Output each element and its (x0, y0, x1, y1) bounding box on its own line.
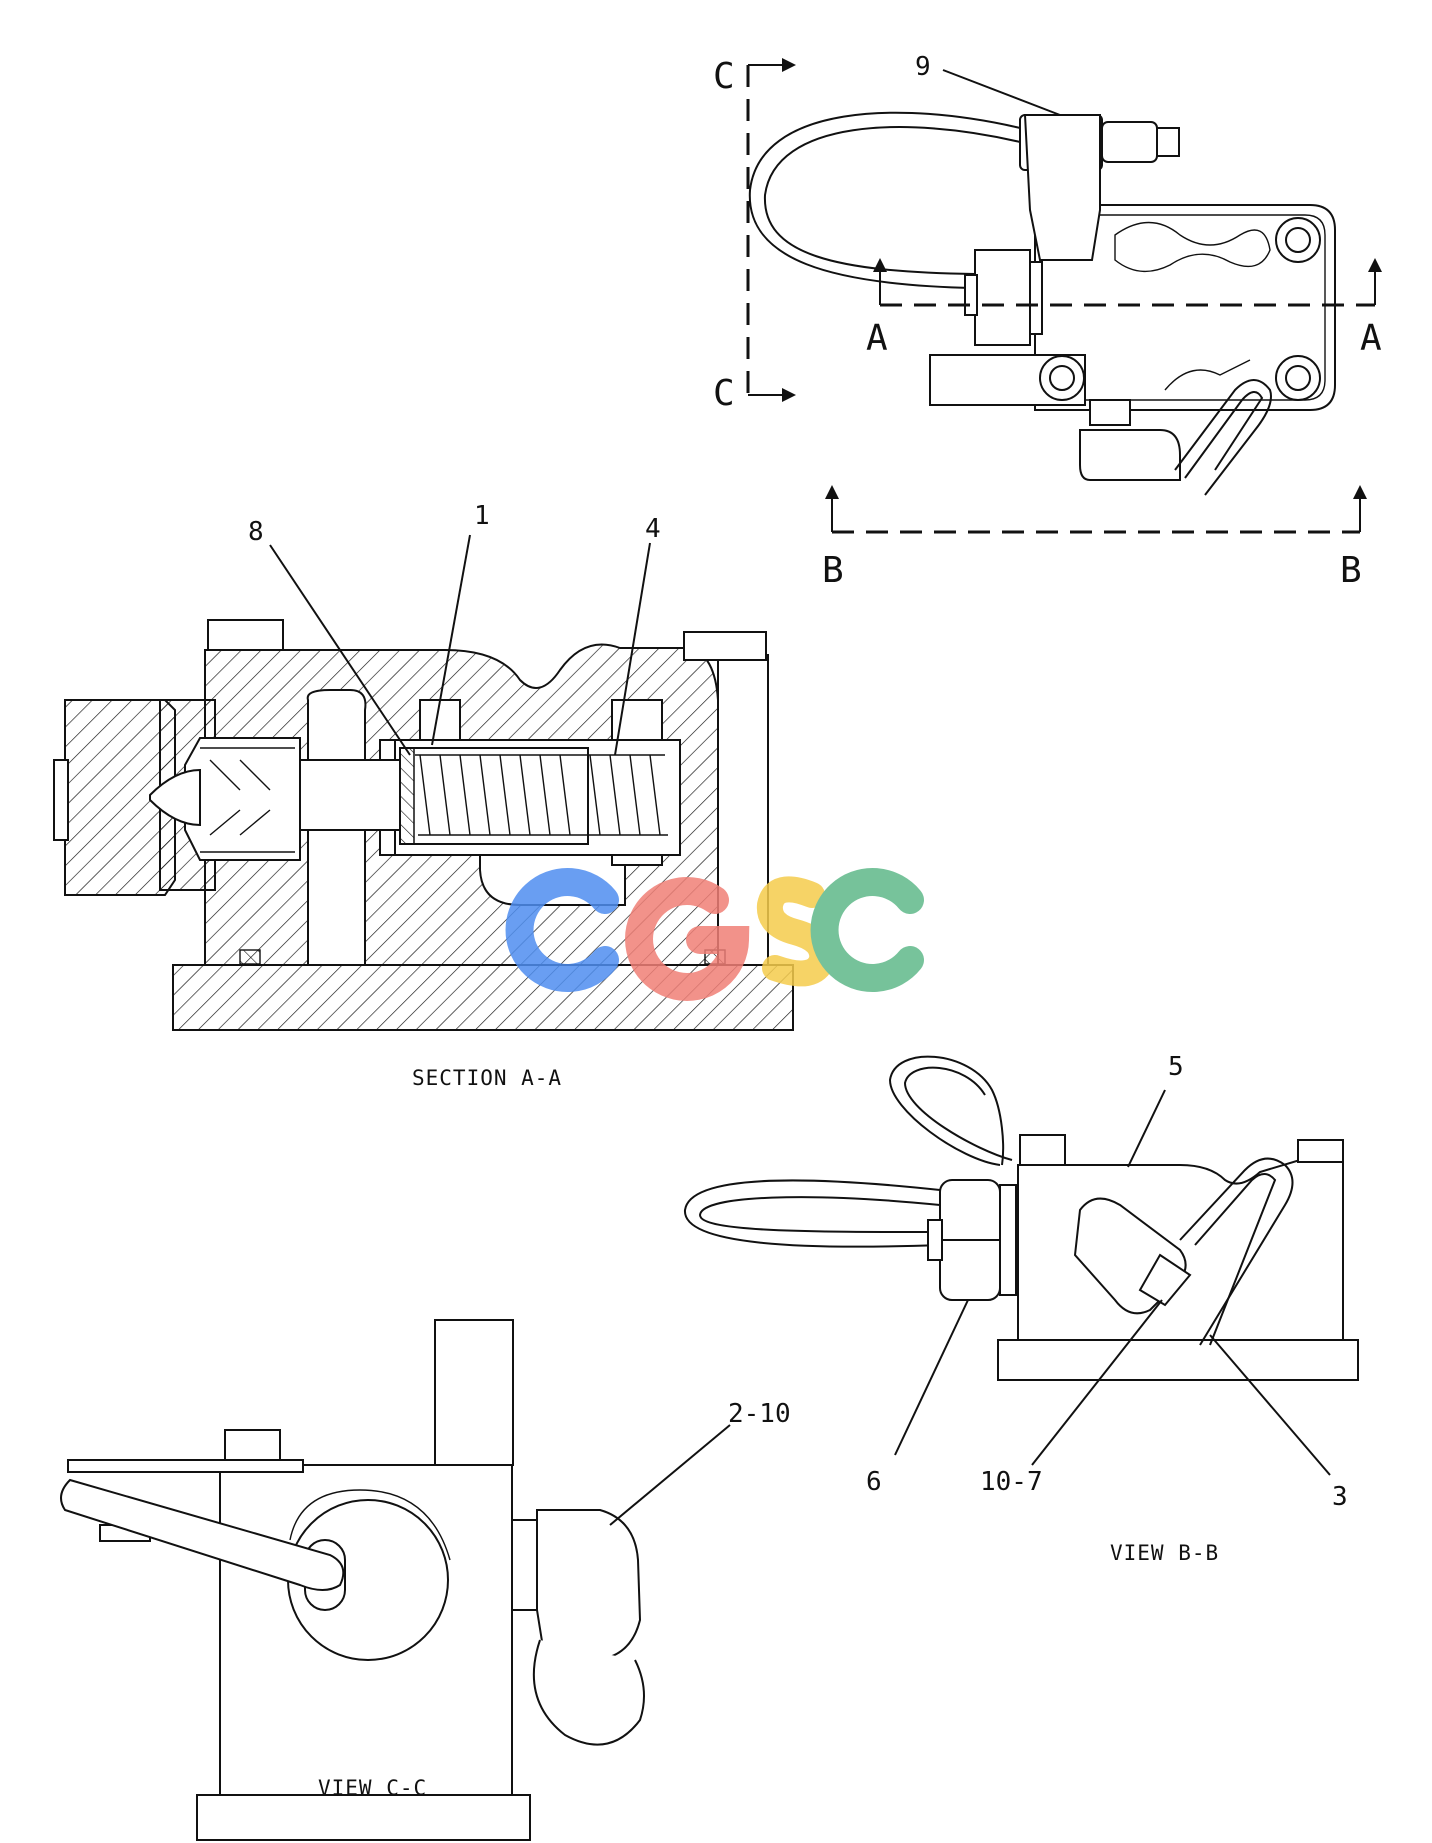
callout-2-10: 2-10 (728, 1399, 791, 1429)
cgsc-watermark-logo (505, 868, 924, 1001)
top-view (746, 58, 1382, 534)
section-letter-b-right: B (1340, 550, 1362, 591)
view-cc-drawing (60, 1319, 731, 1841)
callout-8: 8 (248, 517, 264, 547)
section-letter-c-top: C (713, 56, 735, 97)
caption-view-cc: VIEW C-C (318, 1776, 427, 1800)
callout-1: 1 (474, 501, 490, 531)
callout-4: 4 (645, 514, 661, 544)
section-letter-b-left: B (822, 550, 844, 591)
caption-section-aa: SECTION A-A (412, 1066, 562, 1090)
section-letter-a-right: A (1360, 318, 1382, 359)
callout-6: 6 (866, 1467, 882, 1497)
view-bb-drawing (683, 1055, 1359, 1476)
caption-view-bb: VIEW B-B (1110, 1541, 1219, 1565)
callout-5: 5 (1168, 1052, 1184, 1082)
section-aa-drawing (53, 534, 794, 1031)
section-letter-a-left: A (866, 318, 888, 359)
section-letter-c-bottom: C (713, 373, 735, 414)
callout-9: 9 (915, 52, 931, 82)
callout-3: 3 (1332, 1482, 1348, 1512)
callout-10-7: 10-7 (980, 1467, 1043, 1497)
